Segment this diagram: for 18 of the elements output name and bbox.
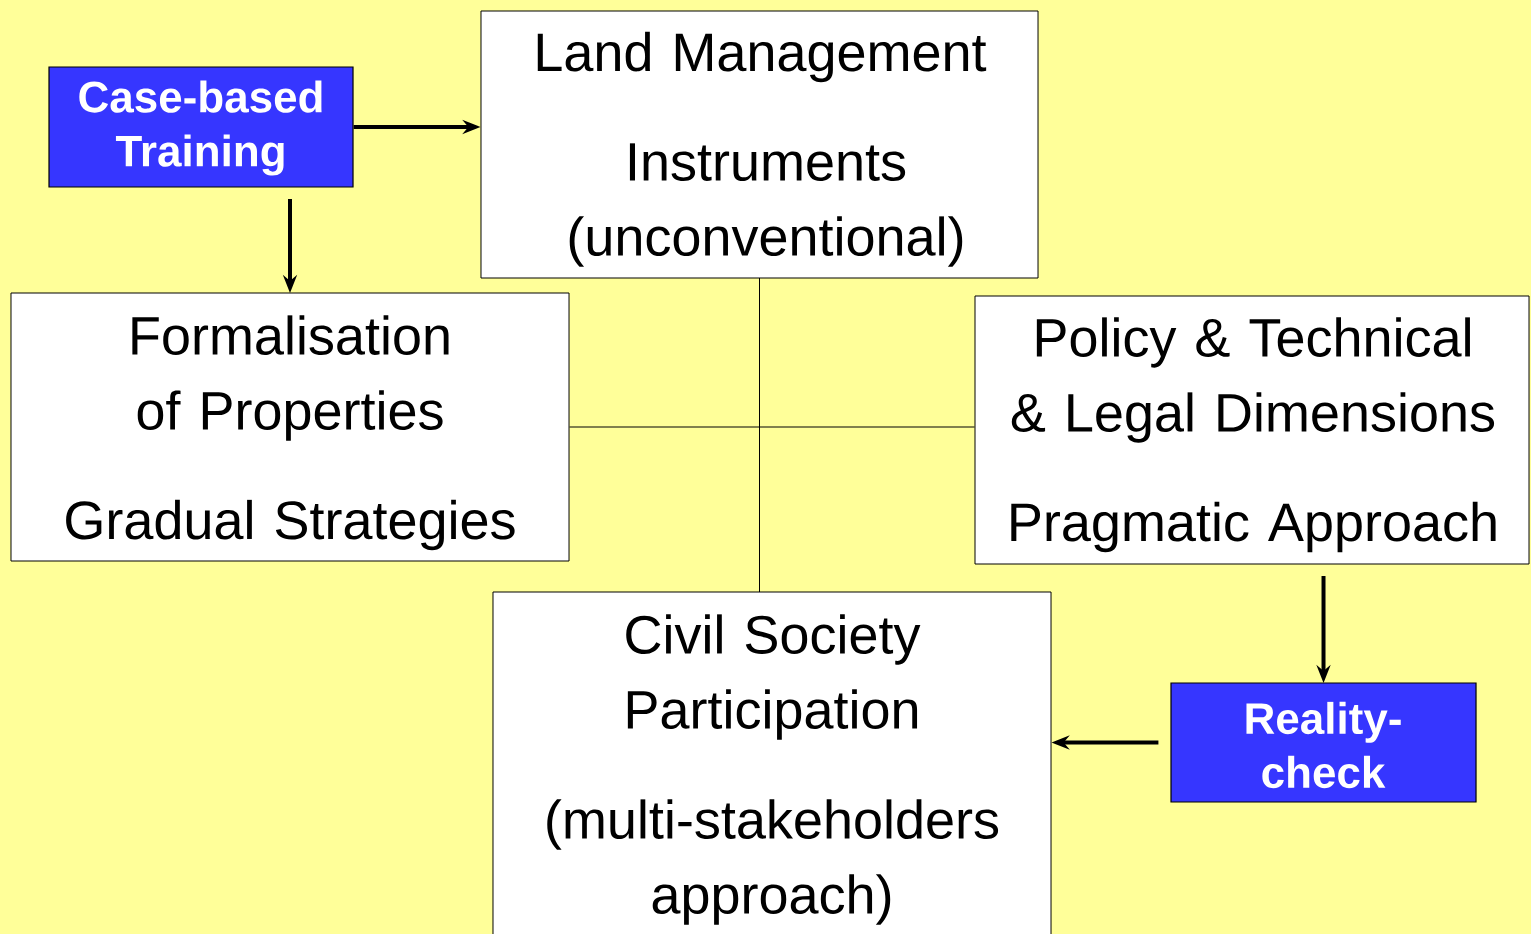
box-text: Gradual Strategies (66, 499, 515, 551)
process-box (10, 292, 570, 562)
box-text: Land Management (537, 31, 987, 83)
process-box (492, 591, 1052, 934)
box-text: Formalisation of Properties (132, 315, 449, 441)
highlight-box (1170, 682, 1477, 803)
box-text: Policy & Technical & Legal Dimensions (1011, 317, 1495, 443)
box-text: Reality-check (1246, 701, 1401, 789)
process-box (480, 10, 1039, 279)
process-box (974, 295, 1530, 565)
highlight-box (48, 66, 354, 188)
box-text: Case-based Training (79, 80, 322, 176)
box-text: Pragmatic Approach (1011, 501, 1496, 553)
box-text: (multi-stakeholders approach) (547, 799, 999, 925)
connector-line (569, 426, 975, 428)
connector-line (759, 277, 760, 593)
box-text: Instruments (unconventional) (569, 143, 963, 267)
box-text: Civil Society Participation (626, 614, 921, 740)
